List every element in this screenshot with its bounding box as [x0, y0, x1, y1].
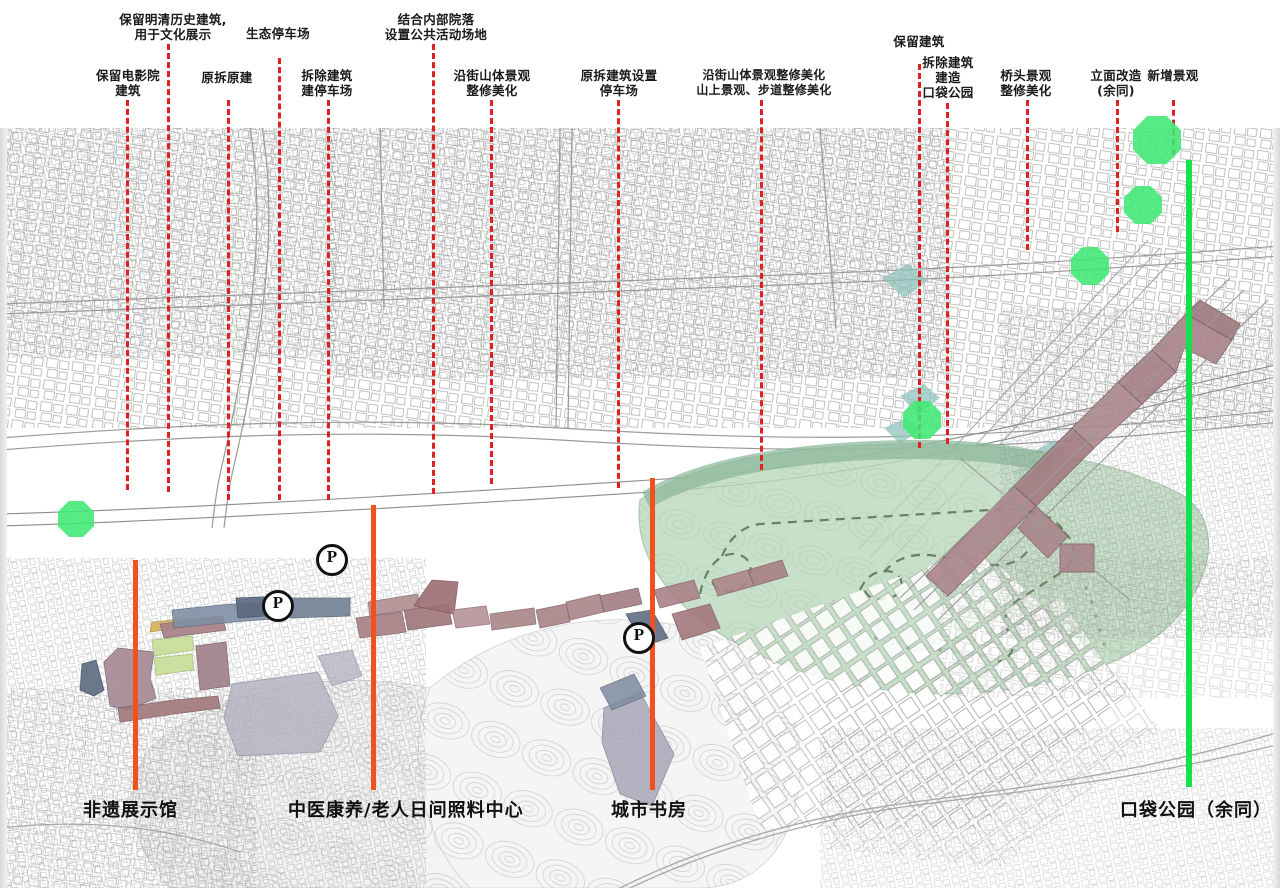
parking-lot-polygons [223, 649, 675, 807]
parking-icon-1: P [316, 544, 348, 576]
callout-leader-line-10 [918, 64, 921, 448]
facility-label-2: 中医康养/老人日间照料中心 [288, 800, 524, 821]
callout-label-13: 立面改造 (余同) [1090, 68, 1142, 98]
parking-icon-2: P [262, 590, 294, 622]
callout-leader-line-4 [278, 58, 281, 500]
cadastral-basemap [0, 128, 1280, 888]
callout-leader-line-13 [1116, 100, 1119, 232]
callout-label-8: 原拆建筑设置 停车场 [580, 68, 658, 98]
hill-slope-strip [642, 439, 1056, 508]
callout-label-7: 沿街山体景观 整修美化 [453, 68, 531, 98]
callout-label-14: 新增景观 [1147, 68, 1199, 83]
callout-leader-line-12 [1026, 100, 1029, 250]
callout-leader-line-2 [167, 44, 170, 492]
pocket-park-node-center [903, 401, 941, 439]
pocket-park-node-top [1133, 116, 1181, 164]
callout-label-10: 保留建筑 [893, 34, 945, 49]
callout-label-4: 生态停车场 [245, 26, 310, 41]
facility-pointer-line-2 [371, 505, 376, 790]
central-strip-buildings [355, 559, 789, 647]
callout-label-2: 保留明清历史建筑, 用于文化展示 [119, 12, 227, 42]
callout-label-9: 沿街山体景观整修美化 山上景观、步道整修美化 [696, 68, 832, 97]
callout-leader-line-5 [327, 100, 330, 500]
pocket-park-node-bridge [1071, 247, 1109, 285]
facility-label-4: 口袋公园（余同） [1120, 800, 1272, 821]
pocket-park-node-west [58, 501, 94, 537]
facility-pointer-line-1 [133, 560, 138, 790]
callout-label-1: 保留电影院 建筑 [95, 68, 160, 98]
facility-pointer-line-4 [1186, 160, 1192, 787]
map-left-edge-band [0, 128, 7, 888]
callout-leader-line-7 [490, 100, 493, 484]
callout-leader-line-9 [760, 100, 763, 470]
callout-label-12: 桥头景观 整修美化 [1000, 68, 1052, 98]
west-building-cluster [79, 595, 351, 723]
callout-leader-line-6 [432, 44, 435, 494]
map-right-edge-band [1273, 128, 1280, 888]
callout-label-5: 拆除建筑 建停车场 [301, 68, 353, 98]
callout-label-6: 结合内部院落 设置公共活动场地 [384, 12, 488, 42]
facility-label-3: 城市书房 [611, 800, 687, 821]
pocket-park-node-north [1124, 186, 1162, 224]
callout-label-3: 原拆原建 [201, 70, 253, 85]
map-canvas[interactable] [0, 128, 1280, 888]
facility-label-1: 非遗展示馆 [83, 800, 178, 821]
callout-leader-line-3 [227, 100, 230, 500]
callout-leader-line-8 [617, 100, 620, 488]
northeast-street-buildings [925, 299, 1241, 597]
callout-leader-line-11 [946, 103, 949, 444]
parking-icon-3: P [623, 622, 655, 654]
callout-label-11: 拆除建筑 建造 口袋公园 [922, 55, 974, 100]
callout-leader-line-1 [126, 100, 129, 490]
